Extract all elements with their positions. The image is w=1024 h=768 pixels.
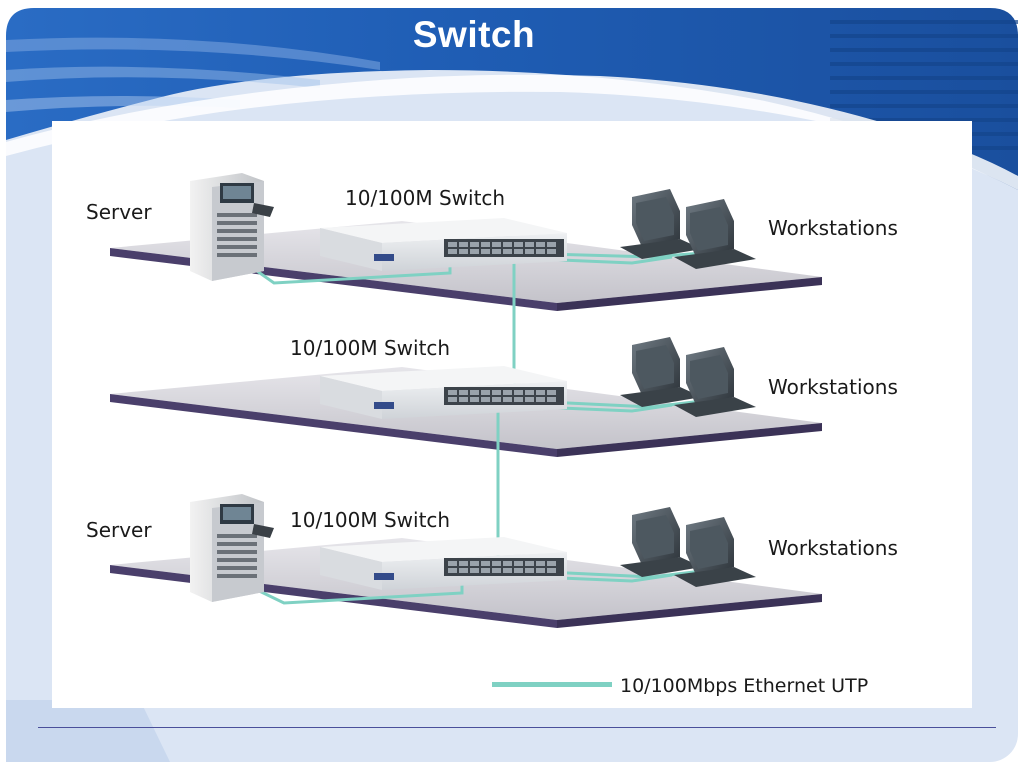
server-label-1: Server: [86, 200, 152, 224]
network-diagram: Server 10/100M Switch Workstations 10/10…: [86, 173, 898, 697]
footer-rule: [38, 727, 996, 728]
server-icon: [190, 173, 274, 281]
network-diagram-panel: Server 10/100M Switch Workstations 10/10…: [52, 121, 972, 708]
legend-cable-swatch: [492, 682, 612, 687]
legend: 10/100Mbps Ethernet UTP: [492, 675, 868, 697]
switch-device-2: [320, 366, 567, 419]
workstation-icon: [674, 517, 756, 587]
switch-label-1: 10/100M Switch: [345, 186, 505, 210]
workstations-label-3: Workstations: [768, 536, 898, 560]
workstation-icon: [620, 507, 702, 577]
server-icon: [190, 494, 274, 602]
switch-label-3: 10/100M Switch: [290, 508, 450, 532]
workstations-label-1: Workstations: [768, 216, 898, 240]
switch-device-3: [320, 537, 567, 590]
workstation-icon: [674, 199, 756, 269]
workstations-label-2: Workstations: [768, 375, 898, 399]
workstation-icon: [674, 347, 756, 417]
switch-device-1: [320, 218, 567, 271]
legend-label: 10/100Mbps Ethernet UTP: [620, 675, 868, 697]
server-label-2: Server: [86, 518, 152, 542]
slide-title: Switch: [412, 14, 536, 55]
workstation-icon: [620, 337, 702, 407]
workstation-icon: [620, 189, 702, 259]
switch-label-2: 10/100M Switch: [290, 336, 450, 360]
